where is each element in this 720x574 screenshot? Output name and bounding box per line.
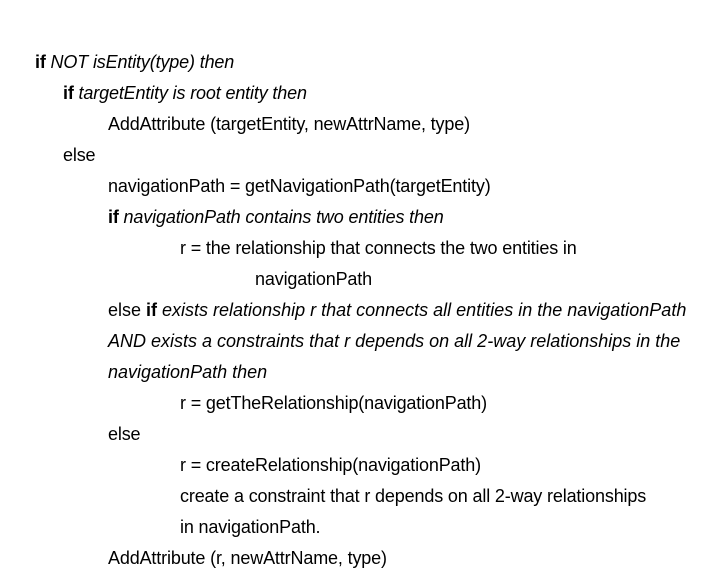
code-keyword: else <box>108 424 141 444</box>
code-keyword: if <box>146 300 163 320</box>
code-statement: AddAttribute (targetEntity, newAttrName,… <box>108 114 470 134</box>
code-line: navigationPath <box>0 264 720 295</box>
code-line: else if exists relationship r that conne… <box>0 295 720 388</box>
code-line: AddAttribute (r, newAttrName, type) <box>0 543 720 574</box>
code-statement: in navigationPath. <box>180 517 321 537</box>
code-statement: create a constraint that r depends on al… <box>180 486 647 506</box>
code-keyword: if <box>35 52 51 72</box>
code-statement: navigationPath = getNavigationPath(targe… <box>108 176 491 196</box>
code-line: navigationPath = getNavigationPath(targe… <box>0 171 720 202</box>
code-keyword: if <box>108 207 124 227</box>
code-line: AddAttribute (targetEntity, newAttrName,… <box>0 109 720 140</box>
code-statement: navigationPath <box>255 269 372 289</box>
code-line: r = the relationship that connects the t… <box>0 233 720 264</box>
code-line: else <box>0 419 720 450</box>
code-keyword: if <box>63 83 79 103</box>
code-statement: r = getTheRelationship(navigationPath) <box>180 393 487 413</box>
code-line: create a constraint that r depends on al… <box>0 481 720 512</box>
code-condition: exists relationship r that connects all … <box>108 300 687 382</box>
code-keyword: else <box>63 145 96 165</box>
code-condition: targetEntity is root entity then <box>78 83 307 103</box>
code-line: r = createRelationship(navigationPath) <box>0 450 720 481</box>
code-line: if targetEntity is root entity then <box>0 78 720 109</box>
code-condition: navigationPath contains two entities the… <box>123 207 444 227</box>
code-condition: NOT isEntity(type) then <box>50 52 235 72</box>
code-keyword: else <box>108 300 147 320</box>
code-line: r = getTheRelationship(navigationPath) <box>0 388 720 419</box>
code-line: if NOT isEntity(type) then <box>0 47 720 78</box>
code-statement: r = the relationship that connects the t… <box>180 238 577 258</box>
code-line: in navigationPath. <box>0 512 720 543</box>
code-line: if navigationPath contains two entities … <box>0 202 720 233</box>
code-statement: r = createRelationship(navigationPath) <box>180 455 481 475</box>
code-line: else <box>0 140 720 171</box>
code-statement: AddAttribute (r, newAttrName, type) <box>108 548 387 568</box>
